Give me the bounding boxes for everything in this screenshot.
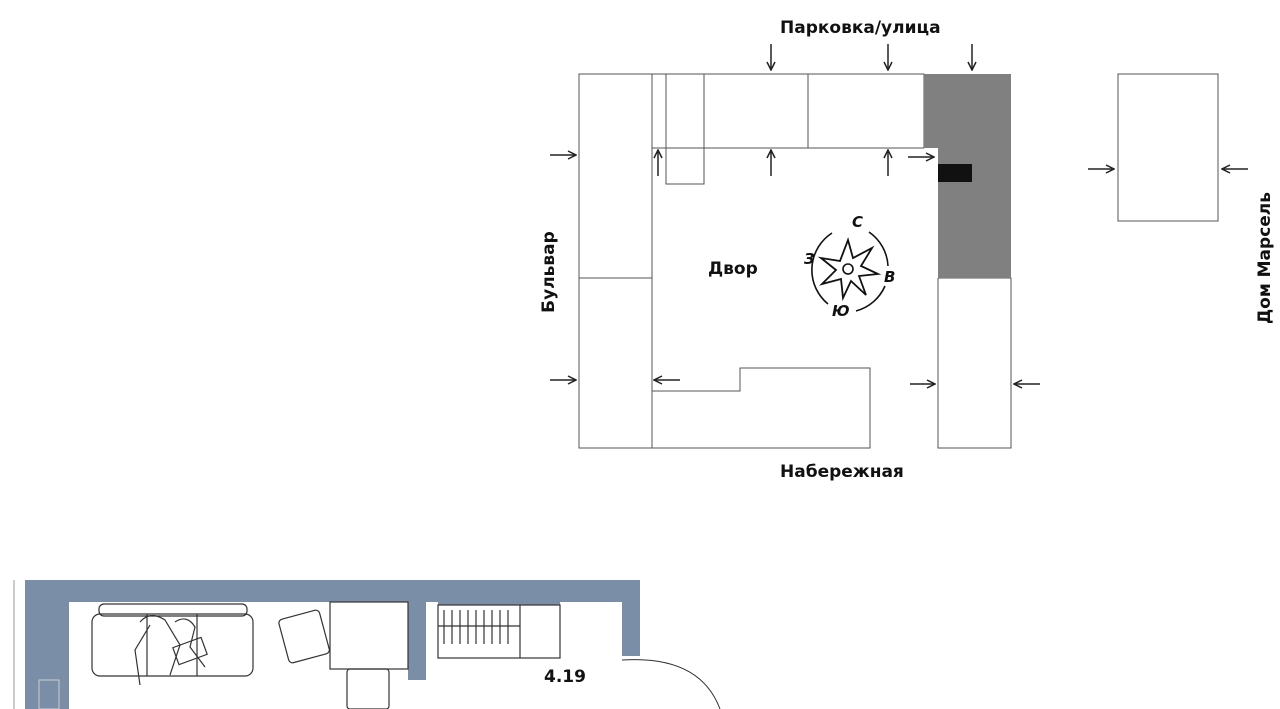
building-block-top-4 xyxy=(807,73,925,149)
table-icon xyxy=(278,601,409,709)
building-block-left xyxy=(578,73,653,449)
floor-plan-fragment xyxy=(13,580,721,709)
building-block-top-3 xyxy=(703,73,809,149)
courtyard-label: Двор xyxy=(708,259,758,279)
courtyard-notch xyxy=(924,148,938,278)
compass-rose xyxy=(811,231,889,312)
building-block-top-1 xyxy=(651,73,667,149)
door-arc xyxy=(621,659,721,709)
entrance-marker xyxy=(938,164,972,182)
sofa-icon xyxy=(91,603,254,686)
compass-east: В xyxy=(884,268,896,286)
entrance-arrows xyxy=(550,44,1248,384)
building-label-right: Дом Марсель xyxy=(1255,192,1275,324)
street-label-left: Бульвар xyxy=(538,231,559,313)
room-area-label: 4.19 xyxy=(544,667,586,687)
building-block-right xyxy=(937,277,1012,449)
dom-marsel-building xyxy=(1117,73,1219,222)
kitchen-icon xyxy=(437,604,561,659)
building-block-top-2 xyxy=(665,73,705,185)
building-block-bottom xyxy=(579,367,871,449)
street-label-bottom: Набережная xyxy=(780,462,904,482)
compass-north: С xyxy=(852,213,864,231)
compass-south: Ю xyxy=(832,302,850,320)
street-label-top: Парковка/улица xyxy=(780,18,941,38)
courtyard-boundary xyxy=(651,147,939,448)
compass-west: З xyxy=(804,250,815,268)
floor-plan-wall xyxy=(25,580,640,709)
compass-star xyxy=(817,237,882,302)
building-outline xyxy=(578,73,1012,449)
